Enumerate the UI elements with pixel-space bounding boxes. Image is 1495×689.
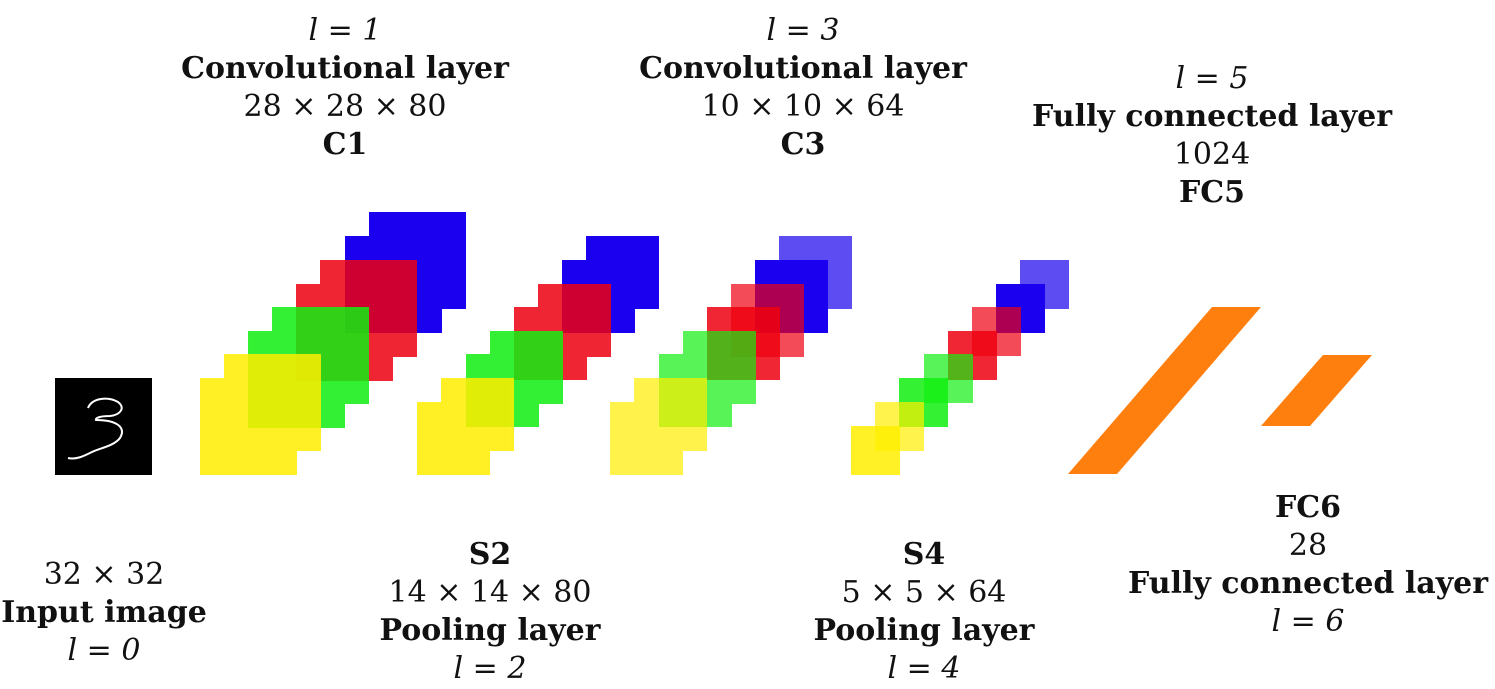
s4-feature-maps [851,260,1069,475]
s4-label: S4 5 × 5 × 64 Pooling layer l = 4 [704,536,1144,688]
s4-dimensions: 5 × 5 × 64 [841,575,1007,610]
fc6-layer-index: l = 6 [1271,604,1345,639]
input-image-frame [55,378,152,475]
fc6-layer-type: Fully connected layer [1127,566,1489,601]
fc5-label: l = 5 Fully connected layer 1024 FC5 [992,60,1432,212]
c1-layer-index: l = 1 [308,13,382,48]
fc5-layer-index: l = 5 [1175,61,1249,96]
input-type: Input image [1,595,207,630]
c3-layer-type: Convolutional layer [639,51,967,86]
c3-yellow-maps [610,378,707,475]
handwritten-digit [67,397,123,460]
fc6-label: FC6 28 Fully connected layer l = 6 [1088,489,1495,641]
c3-layer-index: l = 3 [766,13,840,48]
c1-feature-maps [200,212,466,475]
s4-name: S4 [902,537,946,572]
s2-yellow-maps [417,378,514,475]
c1-name: C1 [322,127,368,162]
c1-dimensions: 28 × 28 × 80 [243,89,447,124]
input-dimensions: 32 × 32 [43,557,165,592]
fc5-dimensions: 1024 [1173,137,1251,172]
fc5-layer-type: Fully connected layer [1031,99,1393,134]
fc6-dimensions: 28 [1288,528,1328,563]
s4-layer-type: Pooling layer [813,613,1035,648]
s4-layer-index: l = 4 [887,651,961,686]
s2-name: S2 [468,537,512,572]
c3-feature-maps [610,236,852,475]
input-label: 32 × 32 Input image l = 0 [0,556,324,670]
s2-dimensions: 14 × 14 × 80 [388,575,592,610]
c1-layer-type: Convolutional layer [181,51,509,86]
c1-yellow-maps [200,354,321,475]
s2-layer-index: l = 2 [453,651,527,686]
c3-name: C3 [780,127,826,162]
c1-label: l = 1 Convolutional layer 28 × 28 × 80 C… [125,12,565,164]
fc6-vector [1261,355,1372,426]
s2-layer-type: Pooling layer [379,613,601,648]
c3-dimensions: 10 × 10 × 64 [701,89,905,124]
input-image [55,378,152,475]
fc5-name: FC5 [1178,175,1246,210]
fc6-name: FC6 [1274,490,1342,525]
s4-yellow-maps-2 [851,426,900,475]
s2-label: S2 14 × 14 × 80 Pooling layer l = 2 [270,536,710,688]
s2-feature-maps [417,236,659,475]
input-layer-index: l = 0 [67,633,141,668]
fc5-vector [1068,307,1261,474]
c3-label: l = 3 Convolutional layer 10 × 10 × 64 C… [583,12,1023,164]
